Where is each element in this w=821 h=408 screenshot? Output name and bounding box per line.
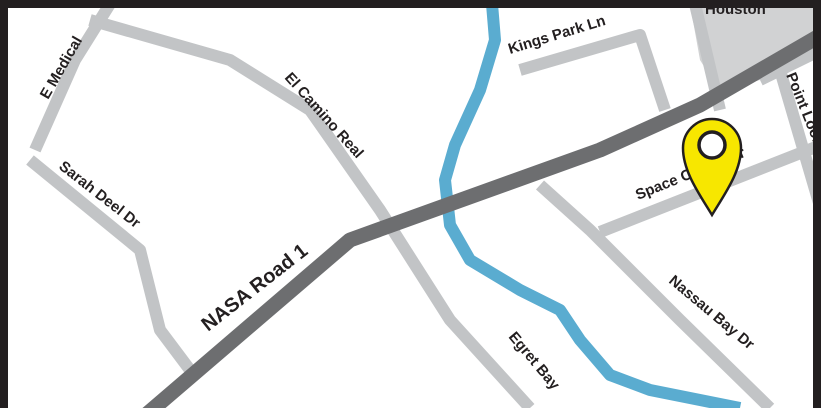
road-point-lookout-a[interactable] <box>757 45 821 86</box>
road-kings-park[interactable] <box>518 29 671 112</box>
map-pin-hole <box>697 130 727 160</box>
map-pin-icon[interactable] <box>681 117 743 218</box>
road-el-camino[interactable] <box>88 14 535 408</box>
road-nasa-road-1[interactable] <box>140 28 821 408</box>
road-nassau-bay[interactable] <box>535 180 775 408</box>
building-block <box>690 4 817 92</box>
road-sarah-deel[interactable] <box>26 155 195 374</box>
creek <box>439 4 742 408</box>
